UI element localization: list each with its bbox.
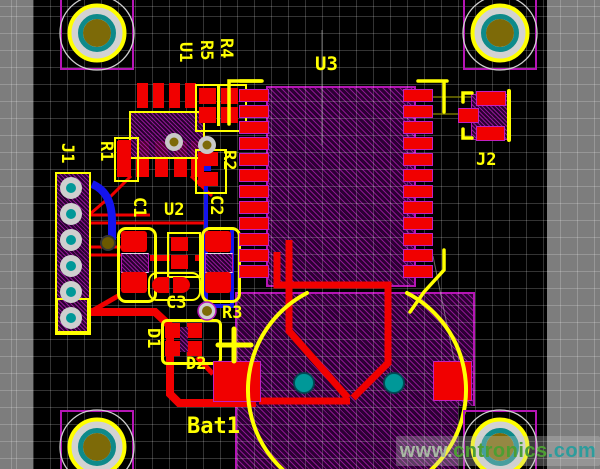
label-r1: R1	[96, 141, 116, 162]
watermark-domain: cntronics	[453, 439, 548, 462]
right-side-panel	[547, 0, 600, 469]
label-u1: U1	[175, 42, 195, 63]
watermark: www.cntronics.com	[396, 436, 600, 466]
label-j2: J2	[476, 150, 497, 170]
label-d1: D1	[143, 328, 163, 349]
label-r5: R5	[196, 40, 216, 61]
left-side-panel	[0, 0, 33, 469]
label-u3: U3	[315, 53, 338, 75]
label-r2: R2	[219, 150, 239, 171]
label-d2: D2	[186, 354, 207, 374]
label-j1: J1	[57, 143, 77, 164]
label-c1: C1	[129, 197, 149, 218]
label-c2: C2	[206, 195, 226, 216]
watermark-prefix: www.	[399, 439, 454, 462]
label-r3: R3	[222, 303, 243, 323]
label-c3: C3	[166, 293, 187, 313]
label-r4: R4	[216, 38, 236, 59]
watermark-suffix: .com	[547, 439, 597, 462]
label-bat1: Bat1	[187, 414, 240, 439]
label-u2: U2	[164, 200, 185, 220]
